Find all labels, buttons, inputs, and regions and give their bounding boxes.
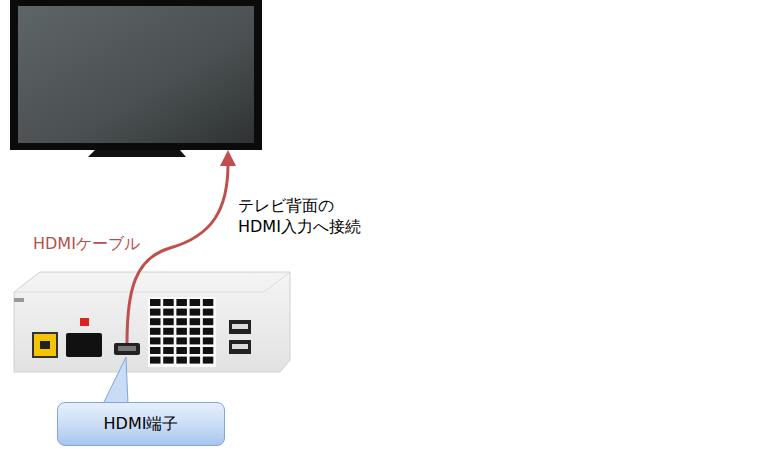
vent-slot — [176, 337, 187, 344]
callout-pointer — [103, 357, 128, 404]
vent-slot — [203, 318, 214, 325]
vent-slot — [150, 347, 161, 354]
vent-slot — [190, 357, 201, 364]
vent-slot — [203, 337, 214, 344]
vent-slot — [163, 347, 174, 354]
vent-slot — [150, 318, 161, 325]
vent-slot — [163, 357, 174, 364]
console — [14, 272, 290, 372]
vent-slot — [150, 357, 161, 364]
vent-slot — [203, 328, 214, 335]
cable-label: HDMIケーブル — [33, 234, 140, 255]
vent-slot — [176, 357, 187, 364]
vent-slot — [203, 299, 214, 306]
vent-slot — [150, 328, 161, 335]
vent-slot — [190, 337, 201, 344]
vent-slot — [190, 328, 201, 335]
vent-slot — [190, 299, 201, 306]
vent-slot — [150, 299, 161, 306]
vent-slot — [150, 309, 161, 316]
vent-slot — [163, 318, 174, 325]
instruction-note: テレビ背面の HDMI入力へ接続 — [238, 196, 398, 238]
vent-slot — [176, 299, 187, 306]
vent-slot — [190, 347, 201, 354]
vent-slot — [190, 309, 201, 316]
vent-slot — [150, 337, 161, 344]
vent-slot — [163, 328, 174, 335]
vent-slot — [176, 347, 187, 354]
vent-slot — [163, 299, 174, 306]
vent-slot — [203, 357, 214, 364]
vent-slot — [176, 309, 187, 316]
vent-slot — [163, 337, 174, 344]
vent-slot — [203, 309, 214, 316]
callout-text: HDMI端子 — [104, 414, 179, 435]
vent-slot — [190, 318, 201, 325]
vent-slot — [176, 318, 187, 325]
vent-slot — [203, 347, 214, 354]
callout-box: HDMI端子 — [57, 402, 225, 446]
hdmi-cable — [127, 150, 236, 343]
vent-slot — [163, 309, 174, 316]
vent-slot — [176, 328, 187, 335]
tv — [10, 0, 262, 157]
